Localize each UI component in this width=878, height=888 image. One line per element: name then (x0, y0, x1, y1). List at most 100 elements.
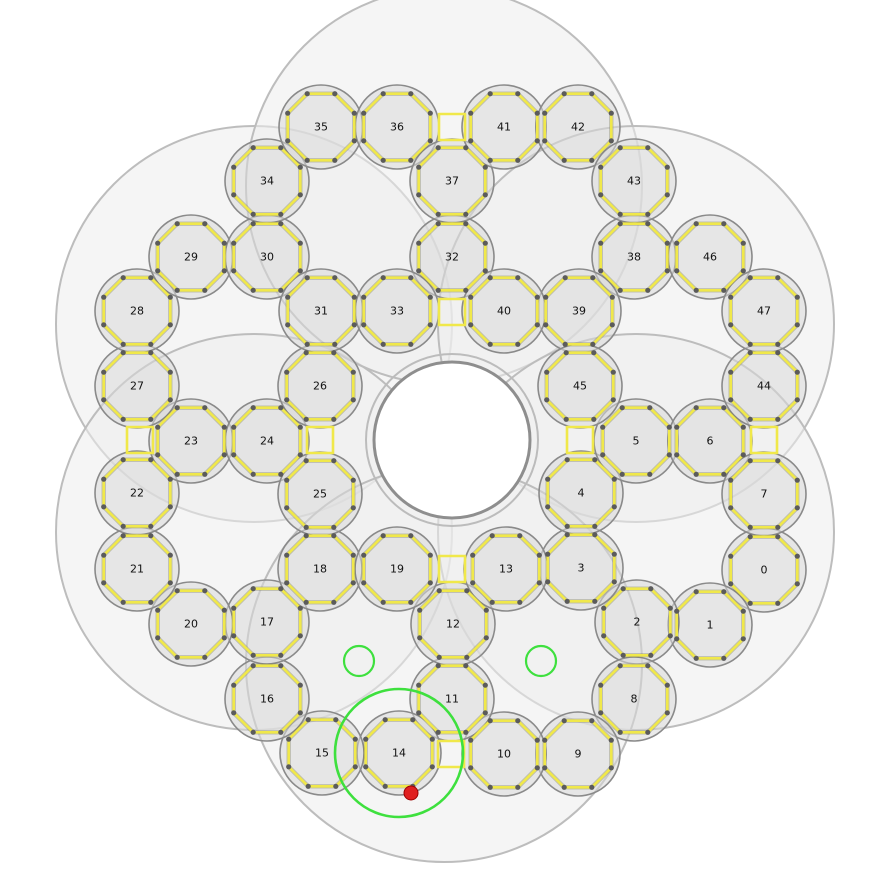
edge-vertex (250, 471, 256, 477)
edge-vertex (468, 110, 474, 116)
edge-vertex (794, 369, 800, 375)
edge-vertex (382, 717, 388, 723)
edge-vertex (332, 157, 338, 163)
cell-label-31: 31 (314, 305, 328, 318)
edge-vertex (304, 157, 310, 163)
edge-vertex (664, 164, 670, 170)
edge-vertex (202, 221, 208, 227)
cell-label-37: 37 (445, 175, 459, 188)
edge-vertex (361, 294, 367, 300)
edge-vertex (728, 581, 734, 587)
edge-vertex (482, 710, 488, 716)
edge-vertex (278, 145, 284, 151)
edge-vertex (542, 765, 548, 771)
edge-vertex (231, 452, 237, 458)
edge-vertex (231, 682, 237, 688)
edge-vertex (609, 322, 615, 328)
edge-vertex (155, 635, 161, 641)
edge-vertex (534, 294, 540, 300)
edge-vertex (561, 157, 567, 163)
edge-vertex (590, 341, 596, 347)
edge-vertex (534, 765, 540, 771)
edge-vertex (589, 91, 595, 97)
edge-vertex (517, 533, 523, 539)
edge-vertex (101, 580, 107, 586)
edge-vertex (332, 275, 338, 281)
edge-vertices (101, 91, 800, 790)
edge-vertex (487, 784, 493, 790)
edge-vertex (468, 765, 474, 771)
edge-vertex (305, 783, 311, 789)
edge-vertex (304, 341, 310, 347)
edge-vertex (155, 424, 161, 430)
edge-vertex (416, 192, 422, 198)
cell-label-44: 44 (757, 380, 771, 393)
edge-vertex (598, 710, 604, 716)
edge-vertex (167, 552, 173, 558)
edge-vertex (427, 294, 433, 300)
edge-vertex (155, 607, 161, 613)
edge-vertex (231, 240, 237, 246)
edge-vertex (427, 138, 433, 144)
edge-vertex (600, 424, 606, 430)
edge-vertex (202, 287, 208, 293)
edge-vertex (380, 275, 386, 281)
edge-vertex (545, 551, 551, 557)
edge-vertex (482, 268, 488, 274)
edge-vertex (120, 416, 126, 422)
edge-vertex (617, 729, 623, 735)
edge-vertex (617, 287, 623, 293)
edge-vertex (120, 523, 126, 529)
edge-vertex (775, 416, 781, 422)
edge-vertex (536, 552, 542, 558)
edge-vertex (410, 717, 416, 723)
edge-vertex (598, 164, 604, 170)
edge-vertex (304, 91, 310, 97)
edge-vertex (647, 471, 653, 477)
edge-vertex (221, 607, 227, 613)
edge-vertex (534, 138, 540, 144)
edge-vertex (416, 240, 422, 246)
cell-label-33: 33 (390, 305, 404, 318)
edge-vertex (721, 221, 727, 227)
edge-vertex (155, 268, 161, 274)
connector-square (305, 425, 335, 455)
cell-label-43: 43 (627, 175, 641, 188)
edge-vertex (775, 341, 781, 347)
edge-vertex (674, 240, 680, 246)
cell-label-13: 13 (499, 563, 513, 576)
edge-vertex (468, 737, 474, 743)
edge-vertex (148, 523, 154, 529)
cell-label-14: 14 (392, 747, 406, 760)
cell-label-24: 24 (260, 435, 274, 448)
small-highlight-ring (524, 644, 558, 678)
edge-vertex (563, 416, 569, 422)
edge-vertex (542, 138, 548, 144)
edge-vertex (250, 221, 256, 227)
connector-square (749, 425, 779, 455)
edge-vertex (231, 633, 237, 639)
edge-vertex (278, 729, 284, 735)
cell-label-10: 10 (497, 748, 511, 761)
edge-vertex (148, 341, 154, 347)
cell-label-22: 22 (130, 487, 144, 500)
edge-vertex (740, 608, 746, 614)
edge-vertex (278, 663, 284, 669)
edge-vertex (611, 579, 617, 585)
edge-vertex (794, 553, 800, 559)
edge-vertex (408, 599, 414, 605)
edge-vertex (747, 524, 753, 530)
cell-label-40: 40 (497, 305, 511, 318)
edge-vertex (747, 275, 753, 281)
edge-vertex (463, 663, 469, 669)
edge-vertex (363, 736, 369, 742)
edge-vertex (515, 275, 521, 281)
cell-label-4: 4 (578, 487, 585, 500)
edge-vertex (101, 397, 107, 403)
edge-vertex (487, 91, 493, 97)
cell-label-28: 28 (130, 305, 144, 318)
edge-vertex (534, 322, 540, 328)
edge-vertex (284, 580, 290, 586)
